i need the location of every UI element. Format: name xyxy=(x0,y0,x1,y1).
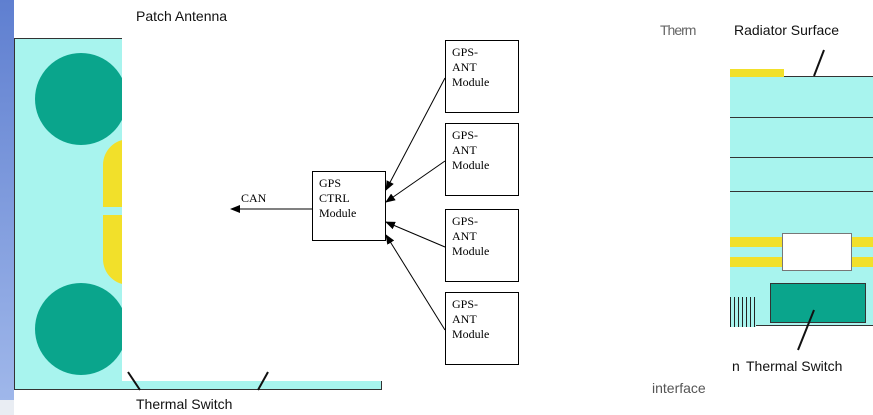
radiator-panel xyxy=(730,69,873,327)
ctrl-line-1: GPS xyxy=(319,176,342,190)
radiator-label-prefix: Therm xyxy=(660,22,696,38)
ant4-line-2: ANT xyxy=(452,312,477,326)
gps-ctrl-module: GPS CTRL Module xyxy=(312,171,386,241)
ant1-line-2: ANT xyxy=(452,60,477,74)
thermal-switch-label-left: Thermal Switch xyxy=(136,396,233,412)
link-ant-1 xyxy=(385,77,446,191)
ant2-line-3: Module xyxy=(452,158,490,172)
block-diagram-canvas xyxy=(122,37,730,381)
ctrl-line-2: CTRL xyxy=(319,191,350,205)
link-ant-4 xyxy=(385,234,446,331)
ant4-line-1: GPS- xyxy=(452,297,479,311)
switch-label-prefix: n xyxy=(732,358,740,374)
thermal-switch-block xyxy=(770,283,866,323)
gps-ant-module-1: GPS- ANT Module xyxy=(445,40,519,113)
layer-line-3 xyxy=(730,191,873,192)
radiator-surface-label: Radiator Surface xyxy=(734,22,840,38)
left-side-bar xyxy=(0,0,14,400)
ant4-line-3: Module xyxy=(452,327,490,341)
ant2-line-1: GPS- xyxy=(452,128,479,142)
gps-ant-module-2: GPS- ANT Module xyxy=(445,123,519,196)
ant1-line-1: GPS- xyxy=(452,45,479,59)
radiator-top-pad xyxy=(730,69,784,77)
antenna-circle-bottom xyxy=(35,283,127,375)
link-ant-2 xyxy=(385,160,446,203)
link-ant-3 xyxy=(385,221,446,248)
ant3-line-3: Module xyxy=(452,244,490,258)
left-switch-leader-2 xyxy=(257,371,269,391)
gps-ant-module-4: GPS- ANT Module xyxy=(445,292,519,365)
thermal-switch-label-right: Thermal Switch xyxy=(746,358,843,374)
ant1-line-3: Module xyxy=(452,75,490,89)
ctrl-line-3: Module xyxy=(319,206,357,220)
layer-line-1 xyxy=(730,117,873,118)
bottom-left-corner-mark xyxy=(0,400,14,415)
antenna-circle-top xyxy=(35,53,127,145)
antenna-pad-gap xyxy=(103,207,133,215)
gps-ant-module-3: GPS- ANT Module xyxy=(445,209,519,282)
switch-leader xyxy=(797,309,815,351)
layer-line-2 xyxy=(730,157,873,158)
ant3-line-2: ANT xyxy=(452,229,477,243)
ant2-line-2: ANT xyxy=(452,143,477,157)
white-mount xyxy=(782,233,852,271)
fin-stack xyxy=(730,297,756,327)
radiator-leader xyxy=(813,49,825,77)
can-label: CAN xyxy=(241,191,267,205)
ant3-line-1: GPS- xyxy=(452,214,479,228)
interface-label: interface xyxy=(652,380,706,396)
left-switch-leader-1 xyxy=(127,371,141,391)
patch-antenna-title: Patch Antenna xyxy=(136,8,228,24)
